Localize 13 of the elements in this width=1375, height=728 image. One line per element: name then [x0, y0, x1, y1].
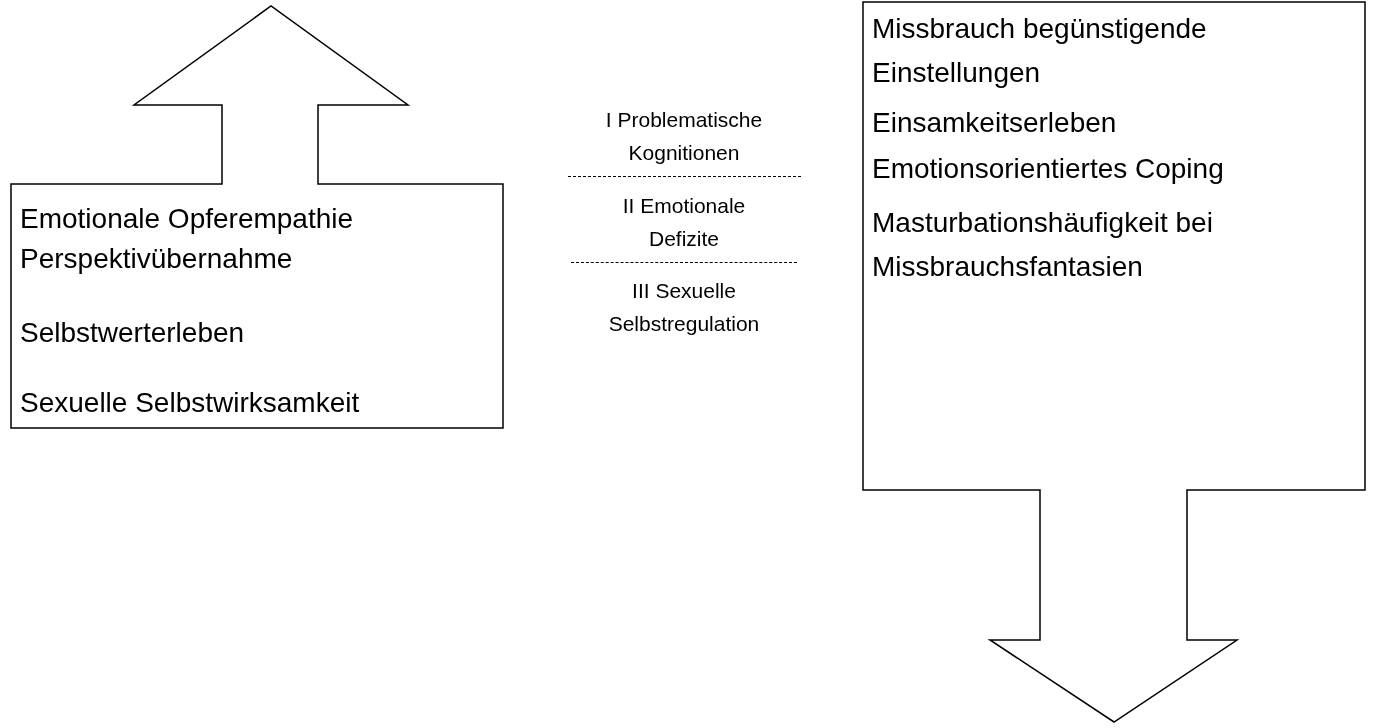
factor-text: Masturbationshäufigkeit bei Missbrauchsfantasien [872, 206, 1214, 284]
block-arrow-box [862, 1, 1367, 725]
block-arrow-box [10, 5, 504, 429]
factor-text: Emotionsorientiertes Coping [872, 152, 1224, 186]
category-label: II Emotionale Defizite [621, 193, 747, 252]
factor-text: Perspektivübernahme [20, 242, 293, 276]
factor-text: Sexuelle Selbstwirksamkeit [20, 386, 360, 420]
factor-text: Selbstwerterleben [20, 316, 245, 350]
factor-text: Emotionale Opferempathie [20, 202, 354, 236]
category-label: III Sexuelle Selbstregulation [607, 278, 761, 337]
factor-text: Missbrauch begünstigende Einstellungen [872, 12, 1208, 90]
factor-text: Einsamkeitserleben [872, 106, 1117, 140]
category-label: I Problematische Kognitionen [604, 107, 764, 166]
